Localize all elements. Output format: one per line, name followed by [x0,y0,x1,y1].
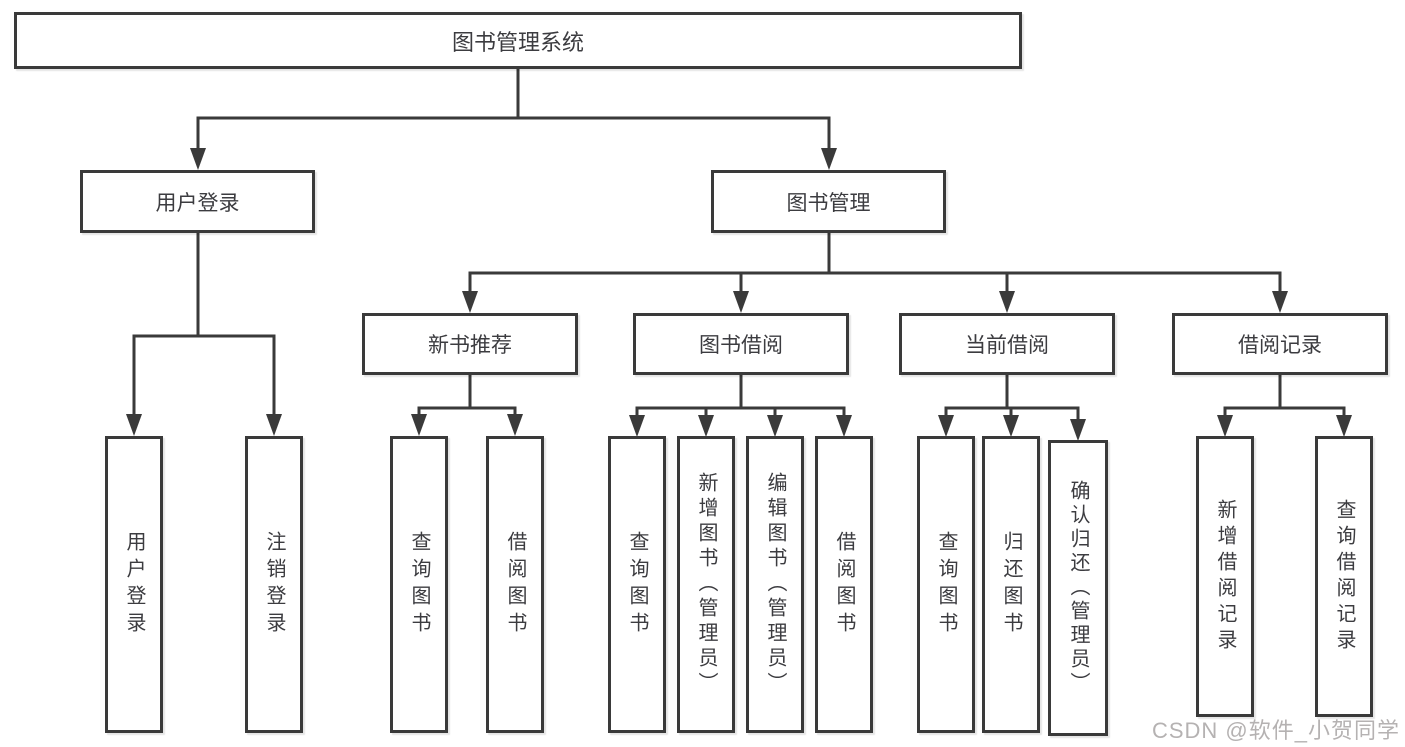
leaf-label: 归还图书 [1000,530,1022,639]
leaf-label: 用户登录 [123,530,145,639]
leaf-label: 查询图书 [408,530,430,639]
leaf-query-books: 查询图书 [917,436,975,733]
node-label: 图书管理系统 [451,29,584,55]
leaf-confirm-return-admin: 确认归还（管理员） [1048,440,1108,736]
node-library-system: 图书管理系统 [14,12,1022,69]
node-user-login: 用户登录 [80,170,315,233]
leaf-label: 新增图书（管理员） [695,472,717,697]
leaf-query-books: 查询图书 [608,436,666,733]
leaf-label: 确认归还（管理员） [1067,480,1089,696]
leaf-label: 借阅图书 [833,530,855,639]
leaf-return-books: 归还图书 [982,436,1040,733]
leaf-add-borrow-record: 新增借阅记录 [1196,436,1254,717]
leaf-borrow-books: 借阅图书 [815,436,873,733]
leaf-label: 借阅图书 [504,530,526,639]
leaf-add-books-admin: 新增图书（管理员） [677,436,735,733]
leaf-label: 新增借阅记录 [1214,498,1236,655]
leaf-label: 编辑图书（管理员） [764,472,786,697]
node-label: 图书管理 [786,191,871,215]
leaf-borrow-books: 借阅图书 [486,436,544,733]
node-label: 用户登录 [155,191,240,215]
node-new-book-recommend: 新书推荐 [362,313,578,375]
leaf-logout: 注销登录 [245,436,303,733]
leaf-label: 查询图书 [935,530,957,639]
csdn-watermark: CSDN @软件_小贺同学 [1151,718,1400,743]
leaf-label: 查询图书 [626,530,648,639]
leaf-edit-books-admin: 编辑图书（管理员） [746,436,804,733]
node-book-borrow: 图书借阅 [633,313,849,375]
node-label: 新书推荐 [428,334,512,357]
node-label: 图书借阅 [699,334,783,357]
leaf-label: 查询借阅记录 [1333,498,1355,655]
leaf-label: 注销登录 [263,530,285,639]
leaf-query-books: 查询图书 [390,436,448,733]
node-book-management: 图书管理 [711,170,946,233]
leaf-query-borrow-record: 查询借阅记录 [1315,436,1373,717]
node-label: 当前借阅 [965,334,1049,357]
node-borrow-record: 借阅记录 [1172,313,1388,375]
leaf-user-login: 用户登录 [105,436,163,733]
node-current-borrow: 当前借阅 [899,313,1115,375]
node-label: 借阅记录 [1238,334,1322,357]
